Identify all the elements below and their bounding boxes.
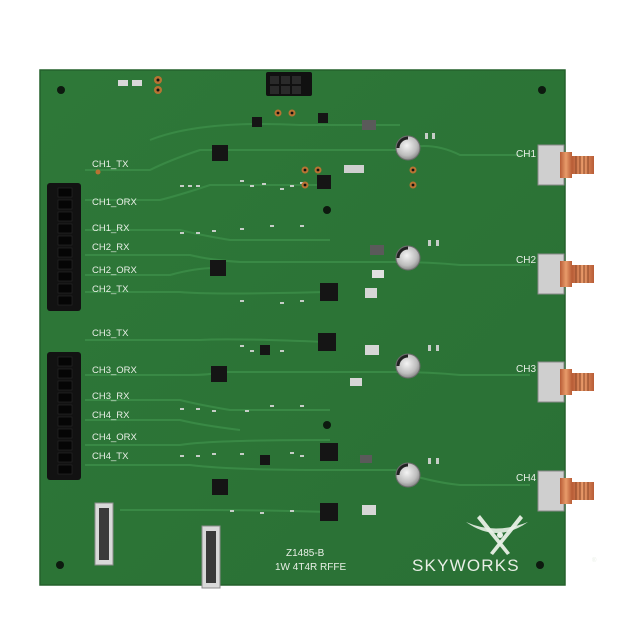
sma-connector-ch1 [537, 144, 594, 186]
top-left-components [118, 76, 162, 94]
brand-registered: ® [592, 557, 597, 564]
label-ch3-tx: CH3_TX [92, 328, 129, 339]
ffc-connector-right [201, 525, 221, 589]
board-model: Z1485-B [286, 548, 325, 559]
label-ch3: CH3 [516, 364, 536, 375]
label-ch2-orx: CH2_ORX [92, 265, 138, 276]
label-ch1-rx: CH1_RX [92, 223, 130, 234]
mounting-holes [56, 86, 546, 569]
ffc-connector-left [94, 502, 114, 566]
sma-connector-ch4 [537, 470, 594, 512]
electrolytic-capacitors [395, 135, 421, 488]
passive-components [344, 120, 384, 515]
label-ch3-rx: CH3_RX [92, 391, 130, 402]
connector-labels-right: CH1 CH2 CH3 CH4 [516, 149, 536, 484]
label-ch4: CH4 [516, 473, 536, 484]
power-connector [266, 72, 312, 96]
label-ch3-orx: CH3_ORX [92, 365, 138, 376]
ic-chips [210, 113, 338, 521]
header-connector-top [47, 183, 81, 311]
label-ch1-tx: CH1_TX [92, 159, 129, 170]
skyworks-logo-icon [466, 515, 528, 555]
label-ch4-orx: CH4_ORX [92, 432, 138, 443]
label-ch2: CH2 [516, 255, 536, 266]
label-ch1: CH1 [516, 149, 536, 160]
label-ch4-tx: CH4_TX [92, 451, 129, 462]
label-ch2-tx: CH2_TX [92, 284, 129, 295]
sma-connector-ch3 [537, 361, 594, 403]
test-points [95, 109, 417, 189]
board-description: 1W 4T4R RFFE [275, 562, 346, 573]
label-ch4-rx: CH4_RX [92, 410, 130, 421]
smd-passives [180, 133, 439, 514]
label-ch2-rx: CH2_RX [92, 242, 130, 253]
header-connector-bottom [47, 352, 81, 480]
label-ch1-orx: CH1_ORX [92, 197, 138, 208]
pcb-traces [85, 123, 530, 513]
brand-name: SKYWORKS [412, 556, 520, 575]
channel-labels-left: CH1_TX CH1_ORX CH1_RX CH2_RX CH2_ORX CH2… [92, 159, 138, 462]
sma-connector-ch2 [537, 253, 594, 295]
